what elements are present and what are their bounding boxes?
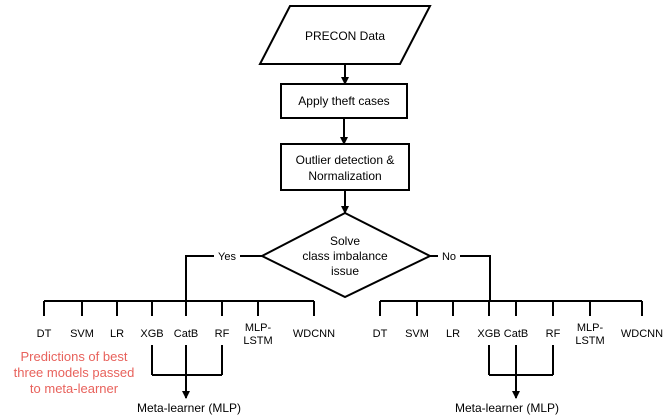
yes-label: Yes xyxy=(218,251,236,263)
right-model-xgb: XGB xyxy=(477,328,500,340)
right-model-wdcnn: WDCNN xyxy=(621,328,663,340)
left-model-lr: LR xyxy=(110,328,124,340)
data-node-label: PRECON Data xyxy=(305,29,385,43)
note-line-1: Predictions of best xyxy=(21,349,128,364)
left-model-xgb: XGB xyxy=(140,328,163,340)
note-line-3: to meta-learner xyxy=(30,381,119,396)
theft-node-label: Apply theft cases xyxy=(298,94,389,108)
right-model-rf: RF xyxy=(546,328,561,340)
theft-node xyxy=(280,83,408,119)
right-model-lr: LR xyxy=(446,328,460,340)
no-label: No xyxy=(442,251,456,263)
outlier-node xyxy=(280,143,410,191)
decision-label-1: Solve xyxy=(330,234,360,248)
outlier-node-label-2: Normalization xyxy=(308,169,381,183)
meta-learner-right: Meta-learner (MLP) xyxy=(455,401,559,415)
right-model-catb: CatB xyxy=(504,328,528,340)
left-model-dt: DT xyxy=(37,328,52,340)
right-model-mlplstm: MLP-LSTM xyxy=(575,322,604,347)
left-model-wdcnn: WDCNN xyxy=(293,328,335,340)
left-model-catb: CatB xyxy=(174,328,198,340)
decision-label-3: issue xyxy=(331,264,359,278)
decision-node xyxy=(259,211,433,299)
note-line-2: three models passed xyxy=(14,365,135,380)
right-model-svm: SVM xyxy=(405,328,429,340)
right-model-dt: DT xyxy=(373,328,388,340)
outlier-node-label-1: Outlier detection & xyxy=(296,153,395,167)
data-node xyxy=(258,5,432,65)
right-model-bus: DT SVM LR XGB CatB RF MLP-LSTM WDCNN xyxy=(373,300,663,399)
left-model-rf: RF xyxy=(215,328,230,340)
meta-learner-left: Meta-learner (MLP) xyxy=(137,401,241,415)
decision-label-2: class imbalance xyxy=(302,249,388,263)
left-model-mlplstm: MLP-LSTM xyxy=(243,322,272,347)
left-model-bus: DT SVM LR XGB CatB RF MLP-LSTM WDCNN xyxy=(37,300,335,399)
left-model-svm: SVM xyxy=(70,328,94,340)
